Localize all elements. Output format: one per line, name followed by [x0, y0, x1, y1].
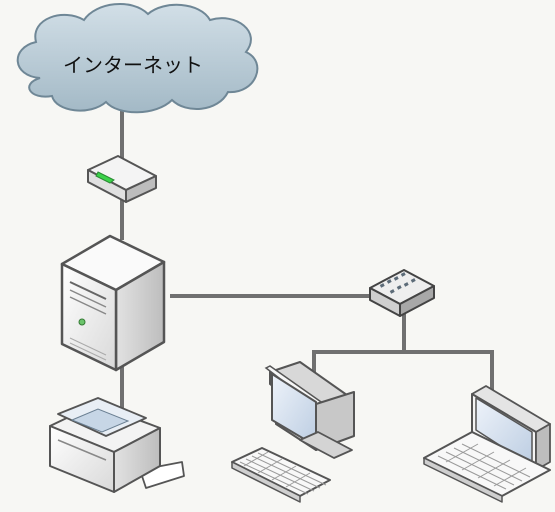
cloud-icon — [16, 2, 259, 114]
cloud-label: インターネット — [63, 53, 203, 77]
laptop-icon — [423, 385, 551, 503]
network-switch-icon — [369, 269, 435, 317]
link-branch-devices — [312, 350, 494, 397]
server-tower-icon — [60, 234, 166, 372]
router-icon — [87, 155, 157, 203]
desktop-computer-icon — [231, 361, 355, 503]
printer-scanner-icon — [49, 397, 185, 493]
connection-lines — [120, 100, 494, 410]
internet-cloud: インターネット — [16, 2, 259, 114]
